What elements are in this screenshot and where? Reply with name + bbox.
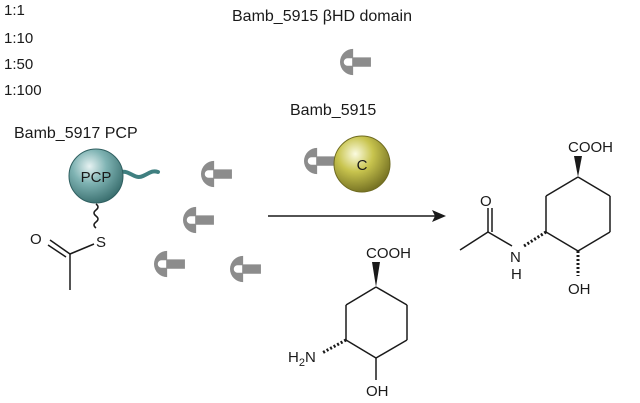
pcp-ball-label: PCP: [81, 169, 112, 186]
pcp-protein-label: Bamb_5917 PCP: [14, 125, 138, 142]
substrate-oh: OH: [366, 383, 389, 400]
substrate-cooh: COOH: [366, 245, 411, 262]
c-ball-label: C: [357, 157, 368, 174]
pcp-ball: [68, 148, 124, 204]
c-domain-ball: [333, 135, 391, 193]
product-oh: OH: [568, 281, 591, 298]
c-domain-connector-icon: [304, 147, 335, 175]
domain-icon-2: [183, 206, 214, 234]
reaction-arrow: [268, 210, 446, 222]
ratio-1-1: 1:1: [4, 2, 25, 19]
product-carbonyl-oxygen: O: [480, 193, 492, 210]
product-nh-hydrogen: H: [511, 266, 522, 283]
bamb5915-label: Bamb_5915: [290, 102, 377, 119]
thioester-structure: [47, 203, 99, 290]
product-nitrogen: N: [510, 249, 521, 266]
domain-icon-1: [201, 160, 232, 188]
domain-icon-4: [230, 255, 261, 283]
substrate-structure: [321, 262, 408, 380]
ratio-1-10: 1:10: [4, 30, 34, 47]
product-structure: [459, 156, 611, 276]
product-cooh: COOH: [568, 139, 613, 156]
domain-icon-3: [154, 250, 185, 278]
pcp-tail: [119, 169, 160, 179]
substrate-amine-h: H2N: [288, 349, 316, 369]
bhd-domain-icon: [340, 48, 371, 76]
ratio-1-100: 1:100: [4, 82, 42, 99]
thioester-oxygen: O: [30, 231, 42, 248]
bhd-domain-label: Bamb_5915 βHD domain: [232, 8, 412, 25]
ratio-1-50: 1:50: [4, 56, 34, 73]
sulfur-atom: S: [96, 234, 106, 251]
